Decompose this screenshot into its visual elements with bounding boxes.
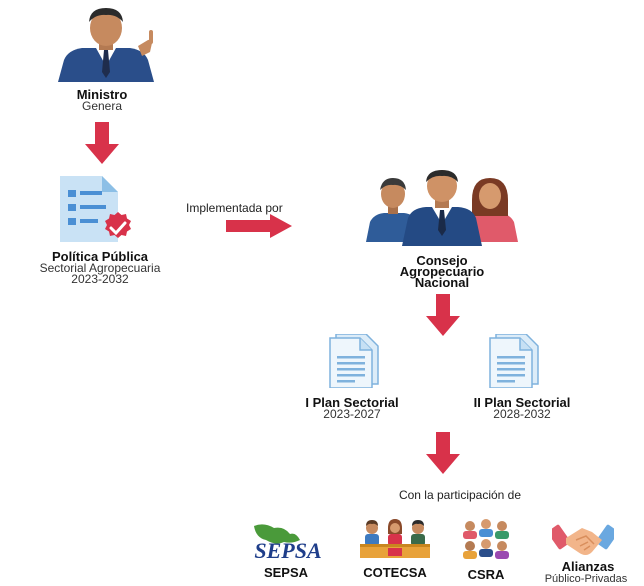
- plan2-document-icon: [489, 334, 539, 388]
- implemented-by-label: Implementada por: [186, 201, 283, 215]
- council-line2: Agropecuario: [399, 264, 485, 279]
- arrow-down-icon: [426, 294, 460, 336]
- svg-text:SEPSA: SEPSA: [254, 538, 321, 563]
- plan1-title: I Plan Sectorial: [305, 395, 399, 410]
- participant-sublabel-alianzas: Público-Privadas: [544, 573, 628, 585]
- minister-title: Ministro: [76, 87, 128, 102]
- arrow-down-icon: [426, 432, 460, 474]
- minister-subtitle: Genera: [81, 99, 123, 113]
- handshake-icon: [552, 524, 614, 555]
- plan1-document-icon: [329, 334, 379, 388]
- participant-label-alianzas: Alianzas: [561, 559, 615, 574]
- participation-label: Con la participación de: [398, 488, 522, 502]
- policy-line1: Sectorial Agropecuaria: [39, 261, 161, 275]
- participant-label-csra: CSRA: [467, 567, 505, 582]
- minister-icon: [58, 8, 154, 82]
- sepsa-logo: SEPSA: [254, 524, 322, 563]
- arrow-down-icon: [85, 122, 119, 164]
- plan2-years: 2028-2032: [493, 407, 551, 421]
- council-group-icon: [366, 170, 518, 246]
- council-line3: Nacional: [414, 275, 470, 290]
- council-line1: Consejo: [416, 253, 468, 268]
- csra-group-icon: [463, 519, 509, 559]
- arrow-right-icon: [226, 214, 292, 238]
- participant-label-cotecsa: COTECSA: [363, 565, 427, 580]
- policy-line2: 2023-2032: [71, 272, 129, 286]
- participant-label-sepsa: SEPSA: [263, 565, 309, 580]
- policy-title: Política Pública: [51, 249, 149, 264]
- policy-document-icon: [60, 176, 131, 242]
- plan2-title: II Plan Sectorial: [473, 395, 571, 410]
- plan1-years: 2023-2027: [323, 407, 381, 421]
- cotecsa-meeting-icon: [360, 519, 430, 558]
